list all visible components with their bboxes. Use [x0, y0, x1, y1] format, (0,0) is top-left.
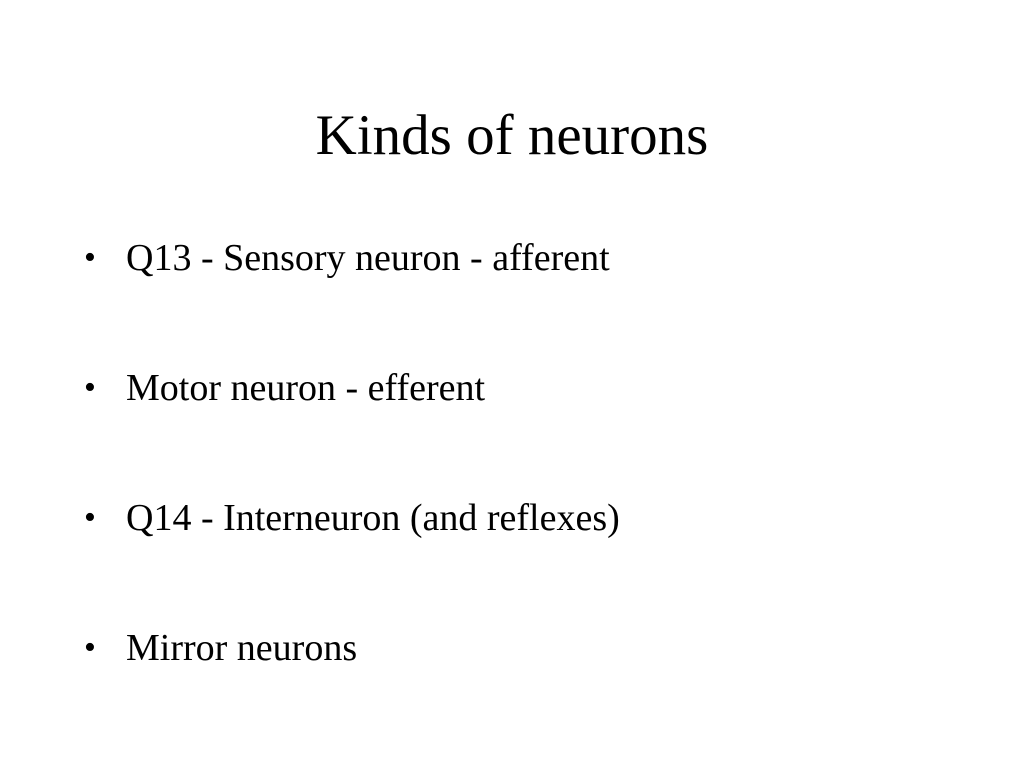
bullet-list: • Q13 - Sensory neuron - afferent • Moto…	[84, 228, 984, 748]
bullet-item: • Q13 - Sensory neuron - afferent	[84, 228, 984, 358]
bullet-text: Q13 - Sensory neuron - afferent	[126, 237, 610, 279]
bullet-dot-icon: •	[84, 239, 96, 276]
bullet-item: • Mirror neurons	[84, 618, 984, 748]
bullet-dot-icon: •	[84, 499, 96, 536]
bullet-item: • Q14 - Interneuron (and reflexes)	[84, 488, 984, 618]
bullet-dot-icon: •	[84, 629, 96, 666]
bullet-text: Q14 - Interneuron (and reflexes)	[126, 497, 620, 539]
bullet-text: Motor neuron - efferent	[126, 367, 486, 409]
bullet-dot-icon: •	[84, 369, 96, 406]
bullet-item: • Motor neuron - efferent	[84, 358, 984, 488]
bullet-text: Mirror neurons	[126, 627, 358, 669]
slide-title: Kinds of neurons	[315, 104, 709, 167]
